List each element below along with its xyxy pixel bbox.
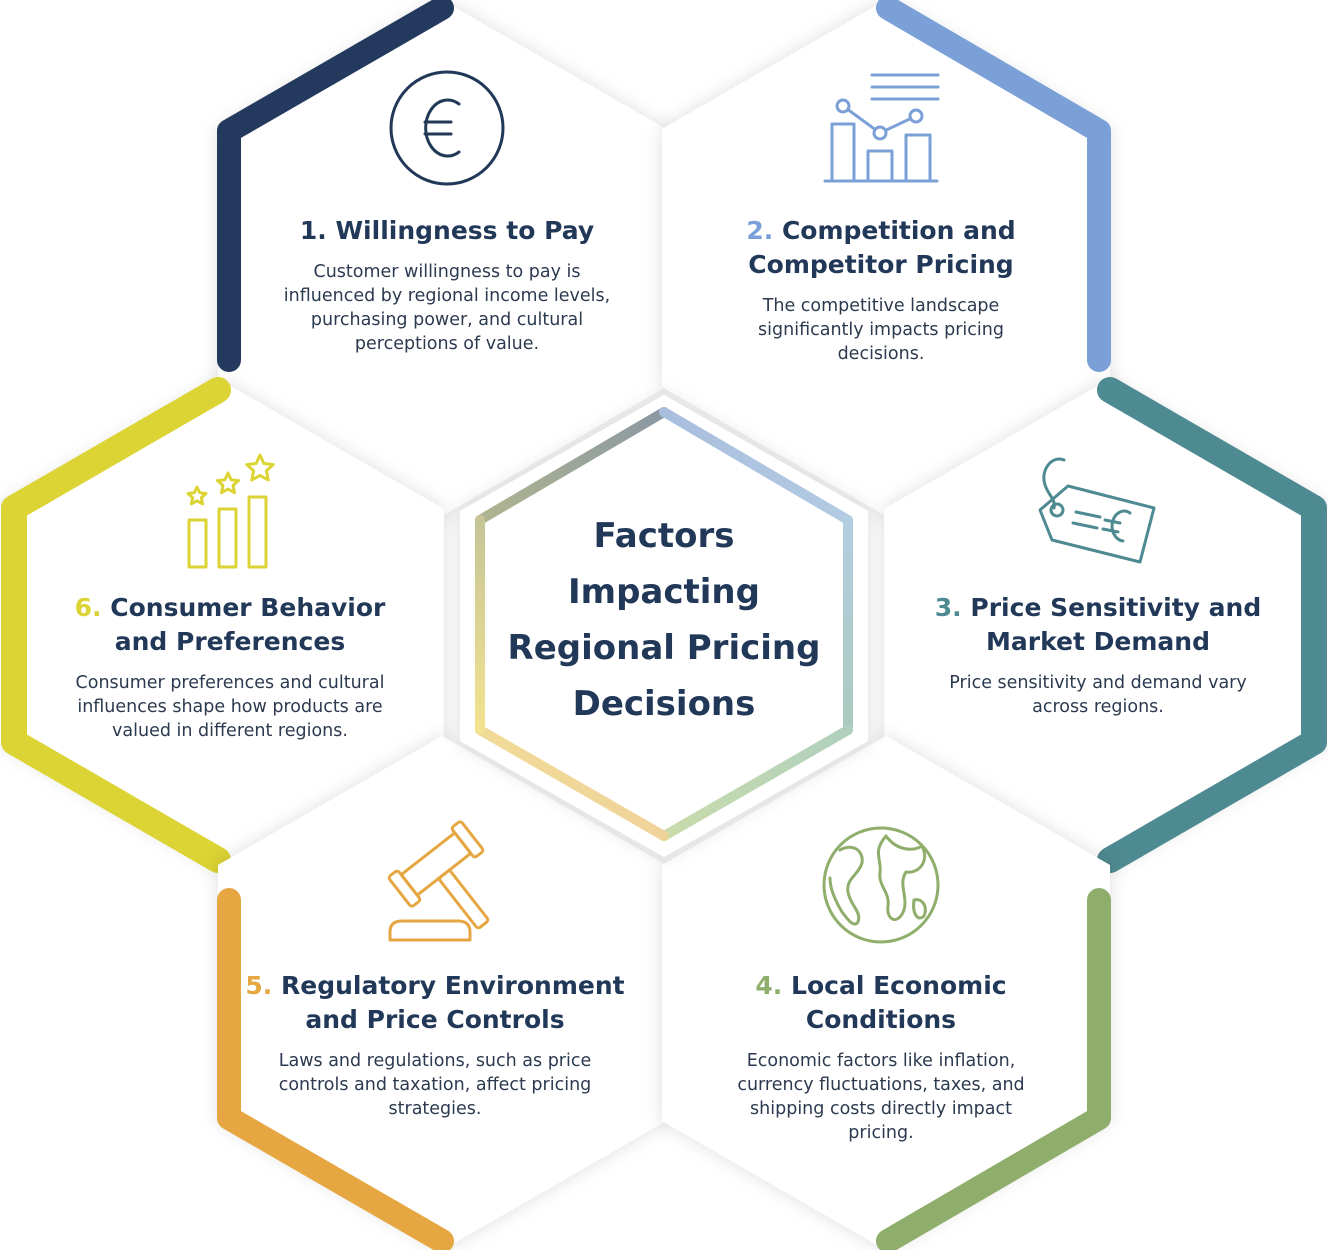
factor-number: 1.: [299, 216, 327, 245]
price-tag-icon: [1038, 457, 1156, 564]
description-line: Consumer preferences and cultural: [75, 673, 385, 693]
description-line: controls and taxation, affect pricing: [278, 1075, 592, 1095]
description-line: strategies.: [388, 1099, 482, 1119]
hex-card-local-economic: [662, 736, 1111, 1253]
factor-title-line: Competition and: [781, 216, 1016, 245]
description-line: Laws and regulations, such as price: [278, 1051, 592, 1071]
globe-icon: [822, 826, 940, 944]
description-line: shipping costs directly impact: [750, 1099, 1012, 1119]
accent-stroke: [876, 0, 1111, 372]
factor-number: 4.: [755, 971, 783, 1000]
hex-card-competition: [662, 0, 1111, 516]
factor-card-6: 6. Consumer Behavior and Preferences Con…: [30, 591, 430, 743]
factor-title-line: Consumer Behavior: [110, 593, 386, 622]
description-line: across regions.: [1032, 697, 1164, 717]
hex-card-consumer-behavior: [0, 377, 444, 873]
center-title: Factors Impacting Regional Pricing Decis…: [484, 508, 844, 732]
description-line: Price sensitivity and demand vary: [949, 673, 1247, 693]
factor-title: 6. Consumer Behavior and Preferences: [30, 591, 430, 659]
factor-number: 6.: [74, 593, 102, 622]
factor-card-1: 1. Willingness to Pay Customer willingne…: [247, 214, 647, 356]
factor-card-3: 3. Price Sensitivity and Market Demand P…: [898, 591, 1298, 719]
factor-title-line: Market Demand: [986, 627, 1210, 656]
factor-title: 2. Competition and Competitor Pricing: [681, 214, 1081, 282]
description-line: influences shape how products are: [77, 697, 383, 717]
center-title-line: Decisions: [572, 684, 756, 724]
factor-title-line: and Price Controls: [305, 1005, 565, 1034]
factor-title-line: Competitor Pricing: [748, 250, 1014, 279]
center-hexagon: [460, 395, 868, 857]
factor-description: Customer willingness to pay is influence…: [247, 260, 647, 356]
factor-number: 3.: [934, 593, 962, 622]
accent-stroke: [1097, 377, 1327, 873]
factor-number: 2.: [746, 216, 774, 245]
description-line: currency fluctuations, taxes, and: [737, 1075, 1025, 1095]
factor-title-line: and Preferences: [114, 627, 346, 656]
factor-card-2: 2. Competition and Competitor Pricing Th…: [681, 214, 1081, 366]
factor-title-line: Local Economic: [791, 971, 1007, 1000]
rating-stars-icon: [186, 453, 275, 569]
description-line: valued in different regions.: [112, 721, 348, 741]
hex-card-price-sensitivity: [884, 377, 1328, 873]
hex-card-willingness-to-pay: [217, 0, 666, 516]
description-line: perceptions of value.: [354, 334, 540, 354]
factor-card-5: 5. Regulatory Environment and Price Cont…: [235, 969, 635, 1121]
description-line: Customer willingness to pay is: [313, 262, 581, 282]
description-line: purchasing power, and cultural: [310, 310, 584, 330]
factor-description: Price sensitivity and demand vary across…: [898, 671, 1298, 719]
description-line: pricing.: [848, 1123, 914, 1143]
description-line: influenced by regional income levels,: [283, 286, 611, 306]
accent-stroke: [217, 888, 454, 1253]
factor-title: 5. Regulatory Environment and Price Cont…: [235, 969, 635, 1037]
factor-title-line: Regulatory Environment: [281, 971, 625, 1000]
hex-card-regulatory: [217, 736, 666, 1253]
center-title-line: Regional Pricing: [507, 628, 821, 668]
factor-title: 3. Price Sensitivity and Market Demand: [898, 591, 1298, 659]
factor-title-line: Conditions: [805, 1005, 957, 1034]
description-line: decisions.: [837, 344, 925, 364]
factor-title-line: Price Sensitivity and: [970, 593, 1262, 622]
factor-number: 5.: [245, 971, 273, 1000]
description-line: Economic factors like inflation,: [746, 1051, 1016, 1071]
center-title-line: Impacting: [568, 572, 760, 612]
factor-title-line: Willingness to Pay: [335, 216, 595, 245]
factor-title: 1. Willingness to Pay: [247, 214, 647, 248]
gavel-icon: [387, 820, 490, 942]
factor-description: Laws and regulations, such as price cont…: [235, 1049, 635, 1121]
factor-title: 4. Local Economic Conditions: [681, 969, 1081, 1037]
factor-description: Economic factors like inflation, currenc…: [681, 1049, 1081, 1145]
bar-chart-icon: [823, 73, 940, 183]
accent-stroke: [876, 888, 1111, 1253]
description-line: significantly impacts pricing: [758, 320, 1004, 340]
factor-description: The competitive landscape significantly …: [681, 294, 1081, 366]
center-title-line: Factors: [593, 516, 735, 556]
factor-card-4: 4. Local Economic Conditions Economic fa…: [681, 969, 1081, 1145]
factor-description: Consumer preferences and cultural influe…: [30, 671, 430, 743]
accent-stroke: [1, 377, 231, 873]
accent-stroke: [217, 0, 454, 372]
euro-coin-icon: [389, 70, 505, 186]
description-line: The competitive landscape: [762, 296, 1000, 316]
